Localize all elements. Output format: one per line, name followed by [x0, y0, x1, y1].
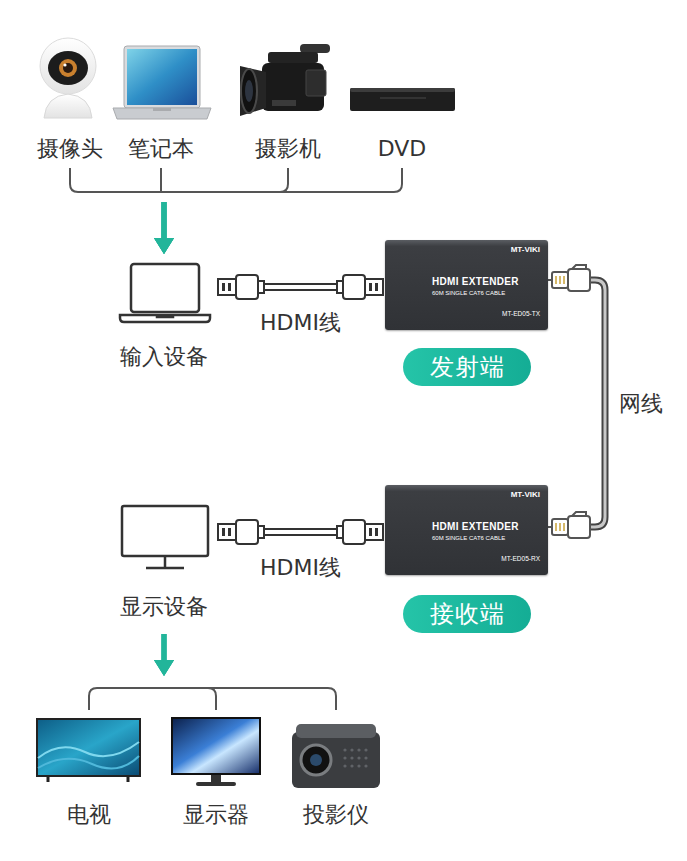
- device-label: 显示设备: [120, 592, 208, 622]
- flow-connector: [154, 168, 402, 254]
- brand-text: MT-VIKI: [511, 491, 540, 500]
- device-label: 输入设备: [120, 342, 208, 372]
- flow-connector: [154, 168, 288, 254]
- tv-icon: [37, 719, 140, 782]
- flow-connector: [154, 634, 216, 710]
- brand-text: MT-VIKI: [511, 246, 540, 255]
- flow-connector: [89, 634, 174, 710]
- flow-connector: [154, 634, 336, 710]
- model-text: MT-ED05-RX: [501, 555, 540, 562]
- device-node: 摄像头: [28, 40, 112, 164]
- model-text: MT-ED05-TX: [502, 310, 540, 317]
- cable-label: HDMI线: [258, 309, 343, 337]
- network-cable: [548, 265, 605, 538]
- monitor-icon: [172, 718, 260, 786]
- projector-icon: [292, 724, 380, 788]
- device-node: 输入设备: [112, 258, 216, 372]
- status-badge: 接收端: [403, 595, 531, 633]
- device-node: 显示设备: [112, 500, 216, 622]
- device-label: 显示器: [183, 800, 249, 830]
- status-badge: 发射端: [403, 348, 531, 386]
- hdmi-cable: [218, 520, 383, 544]
- device-label: 笔记本: [128, 134, 194, 164]
- device-node: 笔记本: [113, 40, 209, 164]
- laptop-icon: [113, 46, 211, 119]
- device-label: 电视: [67, 800, 111, 830]
- device-node: 投影仪: [288, 712, 384, 830]
- device-node: 电视: [35, 712, 143, 830]
- camera-icon: [40, 38, 96, 118]
- badge-text: 接收端: [430, 599, 505, 629]
- extender-box: MT-VIKI HDMI EXTENDER 60M SINGLE CAT6 CABL…: [385, 240, 548, 330]
- extender-box: MT-VIKI HDMI EXTENDER 60M SINGLE CAT6 CABL…: [385, 485, 548, 575]
- cable-label: 网线: [617, 390, 665, 418]
- cable-label: HDMI线: [258, 554, 343, 582]
- camcorder-icon: [240, 44, 330, 116]
- device-node: DVD: [348, 40, 456, 164]
- display-outline: [122, 506, 208, 568]
- device-label: DVD: [378, 134, 427, 164]
- product-text: HDMI EXTENDER: [432, 521, 519, 532]
- product-text: HDMI EXTENDER: [432, 276, 519, 287]
- spec-text: 60M SINGLE CAT6 CABLE: [432, 535, 505, 542]
- device-label: 摄影机: [255, 134, 321, 164]
- flow-connector: [154, 168, 174, 254]
- device-node: 显示器: [168, 712, 264, 830]
- spec-text: 60M SINGLE CAT6 CABLE: [432, 290, 505, 297]
- input-laptop-outline: [120, 264, 210, 322]
- badge-text: 发射端: [430, 352, 505, 382]
- dvd-player-icon: [350, 88, 455, 111]
- device-label: 投影仪: [303, 800, 369, 830]
- flow-connector: [70, 168, 174, 254]
- hdmi-cable: [218, 275, 383, 299]
- device-label: 摄像头: [37, 134, 103, 164]
- device-node: 摄影机: [240, 40, 336, 164]
